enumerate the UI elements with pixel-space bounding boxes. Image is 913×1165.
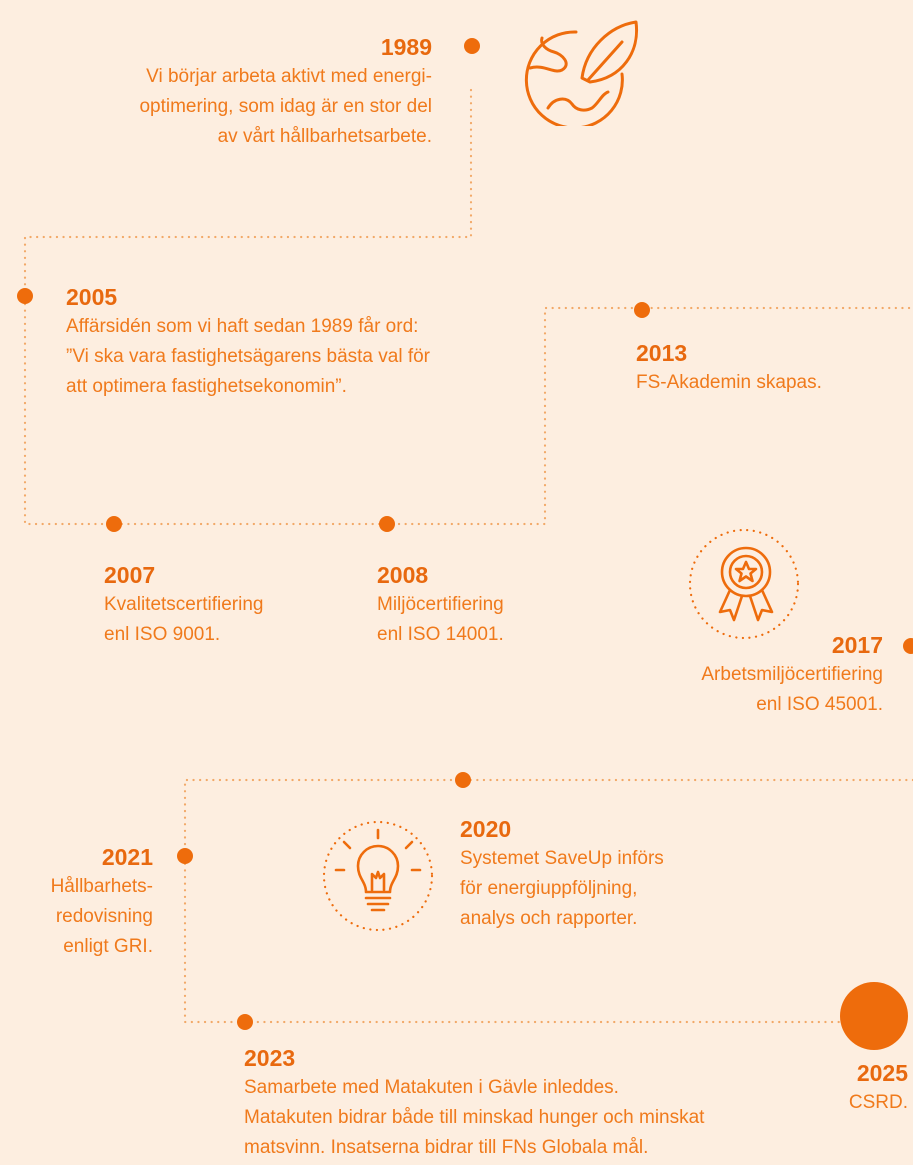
milestone-text: enl ISO 14001. [377, 624, 504, 645]
dot-2017 [903, 638, 913, 654]
milestone-year: 2023 [244, 1045, 296, 1071]
dotted-line-lower [183, 778, 913, 1024]
milestone-text: av vårt hållbarhetsarbete. [217, 126, 432, 147]
dot-2025-large [840, 982, 908, 1050]
dot-1989 [464, 38, 480, 54]
globe-leaf-icon [524, 20, 639, 126]
dot-2013 [634, 302, 650, 318]
dot-2005 [17, 288, 33, 304]
milestone-text: ”Vi ska vara fastighetsägarens bästa val… [66, 346, 431, 367]
milestone-text: optimering, som idag är en stor del [139, 96, 432, 117]
milestone-year: 2017 [831, 632, 883, 658]
milestone-year: 2025 [856, 1060, 908, 1086]
milestone-year: 2020 [460, 816, 512, 842]
milestone-2007: 2007 Kvalitetscertifiering enl ISO 9001. [104, 560, 324, 650]
milestone-text: Hållbarhets- [50, 876, 153, 897]
milestone-text: Systemet SaveUp införs [460, 848, 664, 869]
milestone-2005: 2005 Affärsidén som vi haft sedan 1989 f… [66, 282, 506, 402]
milestone-text: enl ISO 9001. [104, 624, 221, 645]
milestone-2021: 2021 Hållbarhets- redovisning enligt GRI… [0, 842, 153, 962]
milestone-year: 2007 [104, 562, 156, 588]
milestone-2008: 2008 Miljöcertifiering enl ISO 14001. [377, 560, 577, 650]
milestone-year: 2021 [101, 844, 153, 870]
dot-2007 [106, 516, 122, 532]
milestone-text: Samarbete med Matakuten i Gävle inleddes… [244, 1077, 619, 1098]
lightbulb-icon [322, 820, 434, 932]
milestone-text: CSRD. [848, 1092, 908, 1113]
milestone-text: Miljöcertifiering [377, 594, 504, 615]
milestone-text: enligt GRI. [63, 936, 153, 957]
milestone-text: för energiuppföljning, [460, 878, 638, 899]
milestone-text: matsvinn. Insatserna bidrar till FNs Glo… [244, 1137, 649, 1158]
milestone-2025: 2025 CSRD. [808, 1058, 908, 1118]
milestone-2013: 2013 FS-Akademin skapas. [636, 338, 896, 398]
milestone-2017: 2017 Arbetsmiljöcertifiering enl ISO 450… [623, 630, 883, 720]
milestone-text: Matakuten bidrar både till minskad hunge… [244, 1107, 705, 1128]
dot-2021 [177, 848, 193, 864]
milestone-2023: 2023 Samarbete med Matakuten i Gävle inl… [244, 1043, 804, 1163]
dot-2008 [379, 516, 395, 532]
milestone-text: redovisning [55, 906, 153, 927]
milestone-year: 2008 [377, 562, 429, 588]
milestone-text: Vi börjar arbeta aktivt med energi- [146, 66, 432, 87]
milestone-1989: 1989 Vi börjar arbeta aktivt med energi-… [12, 32, 432, 152]
dot-2020 [455, 772, 471, 788]
milestone-text: Arbetsmiljöcertifiering [701, 664, 883, 685]
milestone-text: Affärsidén som vi haft sedan 1989 får or… [66, 316, 419, 337]
award-medal-icon [688, 528, 800, 640]
milestone-text: analys och rapporter. [460, 908, 638, 929]
milestone-text: Kvalitetscertifiering [104, 594, 264, 615]
milestone-text: att optimera fastighetsekonomin”. [66, 376, 347, 397]
milestone-year: 2013 [636, 340, 688, 366]
milestone-text: enl ISO 45001. [756, 694, 883, 715]
milestone-2020: 2020 Systemet SaveUp införs för energiup… [460, 814, 720, 934]
milestone-text: FS-Akademin skapas. [636, 372, 822, 393]
dotted-line-upper [23, 88, 913, 526]
milestone-year: 2005 [66, 284, 118, 310]
dot-2023 [237, 1014, 253, 1030]
milestone-year: 1989 [380, 34, 432, 60]
